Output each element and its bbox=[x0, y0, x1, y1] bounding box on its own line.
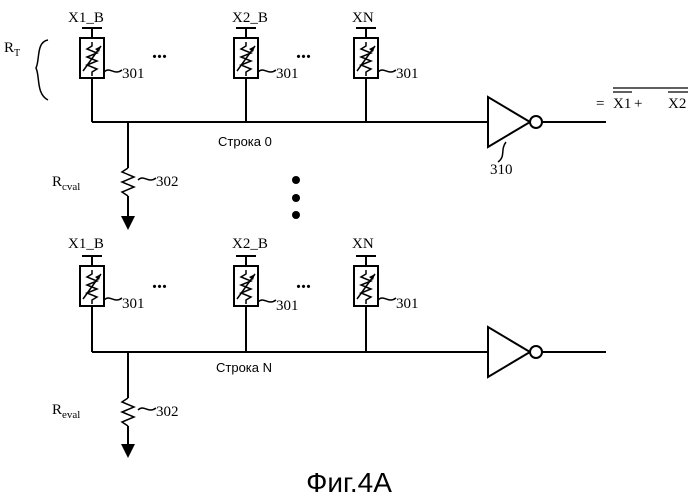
inverter-ref-leader bbox=[498, 142, 506, 162]
inverter-ref: 310 bbox=[490, 162, 513, 178]
cell-ellipsis: ... bbox=[296, 41, 311, 63]
variable-resistor-cell bbox=[234, 266, 258, 306]
input-label-xn: XN bbox=[352, 236, 374, 252]
inverter-gate bbox=[488, 97, 606, 147]
cell-ref-leader bbox=[104, 298, 122, 300]
row-block-0: RT X1_B X2_B XN 301 301 301 ... ... bbox=[4, 10, 688, 230]
variable-resistor-cell bbox=[234, 38, 258, 78]
cell-ref-leader bbox=[104, 70, 122, 72]
cell-ellipsis: ... bbox=[152, 41, 167, 63]
input-terminals bbox=[82, 256, 376, 266]
figure-caption: Фиг.4A bbox=[306, 467, 392, 498]
input-label-xn: XN bbox=[352, 10, 374, 26]
svg-text:X1: X1 bbox=[613, 96, 631, 112]
resistor-ref-leader bbox=[138, 408, 156, 410]
input-label-x2: X2_B bbox=[232, 236, 268, 252]
rt-label: RT bbox=[4, 40, 20, 59]
row-label: Строка 0 bbox=[218, 134, 272, 149]
row-label: Строка N bbox=[216, 360, 272, 375]
vertical-ellipsis bbox=[292, 176, 300, 219]
cell-ref: 301 bbox=[122, 66, 145, 82]
cell-ref: 301 bbox=[122, 296, 145, 312]
input-label-x1: X1_B bbox=[68, 10, 104, 26]
cell-ref-leader bbox=[258, 70, 276, 72]
variable-resistor-cell bbox=[354, 266, 378, 306]
cell-ref-leader bbox=[378, 70, 396, 72]
resistor-label: Rcval bbox=[52, 174, 80, 193]
cell-ref: 301 bbox=[396, 66, 419, 82]
cell-ref: 301 bbox=[276, 66, 299, 82]
resistor-ref: 302 bbox=[156, 404, 179, 420]
resistor-ref-leader bbox=[138, 178, 156, 180]
svg-text:+: + bbox=[634, 96, 642, 112]
variable-resistor-cell bbox=[80, 266, 104, 306]
input-label-x2: X2_B bbox=[232, 10, 268, 26]
svg-text:X2: X2 bbox=[668, 96, 686, 112]
cell-ref: 301 bbox=[396, 296, 419, 312]
row-block-n: X1_B X2_B XN 301 301 301 ... ... Строка … bbox=[52, 236, 606, 458]
pulldown-resistor bbox=[121, 352, 135, 458]
output-expression: = X1 + X2 bbox=[596, 88, 688, 112]
variable-resistor-cell bbox=[80, 38, 104, 78]
resistor-ref: 302 bbox=[156, 174, 179, 190]
pulldown-resistor bbox=[121, 122, 135, 230]
variable-resistor-cell bbox=[354, 38, 378, 78]
cell-ellipsis: ... bbox=[152, 271, 167, 293]
cell-ref-leader bbox=[258, 300, 276, 302]
input-terminals bbox=[82, 28, 376, 38]
input-label-x1: X1_B bbox=[68, 236, 104, 252]
svg-text:=: = bbox=[596, 96, 604, 112]
cell-ref-leader bbox=[378, 298, 396, 300]
cell-ref: 301 bbox=[276, 298, 299, 314]
rt-brace bbox=[36, 40, 48, 100]
inverter-gate bbox=[488, 327, 606, 377]
cell-ellipsis: ... bbox=[296, 271, 311, 293]
resistor-label: Reval bbox=[52, 402, 80, 421]
